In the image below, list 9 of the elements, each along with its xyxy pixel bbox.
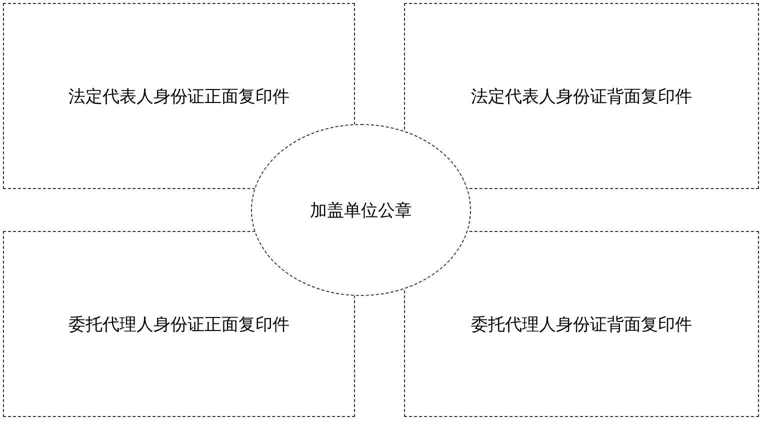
- seal-label: 加盖单位公章: [310, 200, 412, 222]
- document-label: 委托代理人身份证正面复印件: [68, 314, 290, 336]
- dashed-box: [404, 231, 759, 417]
- dashed-box: [404, 3, 759, 189]
- dashed-box: [3, 3, 355, 189]
- document-label: 法定代表人身份证正面复印件: [68, 86, 290, 108]
- dashed-box: [3, 231, 355, 417]
- document-label: 委托代理人身份证背面复印件: [471, 314, 692, 336]
- document-label: 法定代表人身份证背面复印件: [471, 86, 692, 108]
